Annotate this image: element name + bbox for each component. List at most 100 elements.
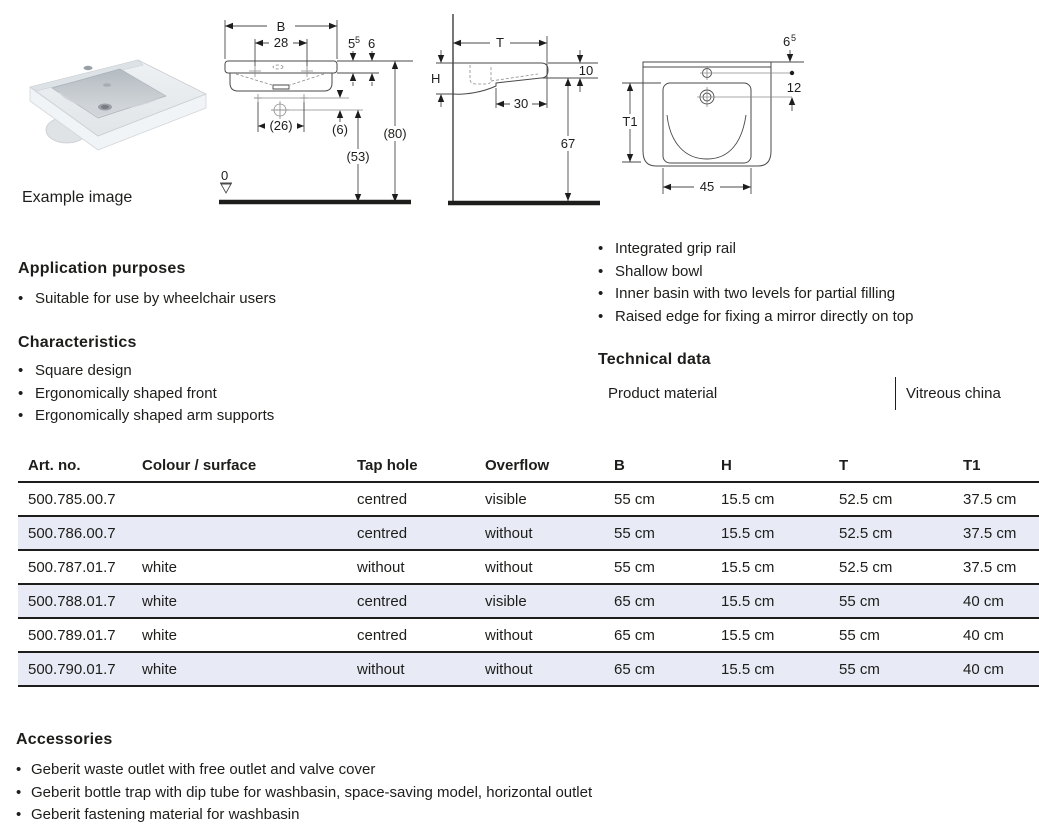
cell-h: 15.5 cm [721,626,775,644]
overflow-hole [103,83,111,87]
col-t: T [839,457,849,474]
technical-data-label: Product material [608,385,718,402]
table-row: 500.788.01.7 white centred visible 65 cm… [18,584,1039,618]
tap-hole [83,65,93,71]
col-art-no: Art. no. [28,457,81,474]
accessories-list: • Geberit waste outlet with free outlet … [16,759,816,827]
front-ext-right [337,60,413,74]
list-item-text: Suitable for use by wheelchair users [35,290,276,307]
cell-colour: white [142,558,178,576]
cell-overflow: without [485,626,533,644]
technical-data-title: Technical data [598,351,711,368]
characteristics-list: • Square design • Ergonomically shaped f… [18,360,578,428]
side-bowl-dashed [469,65,539,85]
cell-h: 15.5 cm [721,490,775,508]
dim-45: 45 [700,179,714,194]
cell-overflow: without [485,660,533,678]
cell-overflow: without [485,558,533,576]
cell-overflow: visible [485,592,527,610]
cell-art-no: 500.787.01.7 [28,558,116,576]
dim-30: 30 [514,96,528,111]
list-item: • Inner basin with two levels for partia… [598,283,1028,306]
front-body-outline [229,72,333,92]
bullet-icon: • [18,362,24,379]
col-overflow: Overflow [485,457,550,474]
cell-t1: 37.5 cm [963,524,1017,542]
cell-b: 65 cm [614,660,655,678]
side-basin-profile [452,62,549,95]
cell-art-no: 500.790.01.7 [28,660,116,678]
bullet-icon: • [598,240,604,257]
datum-zero: 0 [221,168,228,183]
cell-tap-hole: centred [357,592,408,610]
dim-26: (26) [269,118,292,133]
cell-overflow: visible [485,490,527,508]
cell-t: 55 cm [839,626,880,644]
example-image-caption: Example image [22,189,133,206]
list-item-text: Geberit fastening material for washbasin [31,806,300,823]
dim-5-5-sup: 5 [355,35,360,45]
cell-colour: white [142,660,178,678]
accessories-title: Accessories [16,731,113,748]
b-ext-lines [224,20,338,59]
washbasin-bowl-floor [58,91,160,116]
cell-tap-hole: without [357,660,405,678]
front-funnel-dashed [235,73,325,86]
list-item: • Geberit waste outlet with free outlet … [16,759,816,782]
bullet-icon: • [18,384,24,402]
col-colour-surface: Colour / surface [142,457,257,474]
cell-t1: 40 cm [963,592,1004,610]
cell-t: 52.5 cm [839,490,893,508]
cell-colour: white [142,592,178,610]
dim-6-5: 6 [783,34,790,49]
list-item-text: Ergonomically shaped front [35,384,217,402]
technical-data-divider [895,377,896,410]
list-item: • Ergonomically shaped front [18,383,578,406]
cell-colour [142,482,357,516]
top-bowl-outline [662,82,752,164]
list-item: • Raised edge for fixing a mirror direct… [598,306,1028,329]
list-item-text: Geberit waste outlet with free outlet an… [31,761,376,778]
dim-6-offset: (6) [332,122,348,137]
front-ref-lines [254,97,363,111]
d28-ext-lines [254,39,308,66]
list-item-text: Square design [35,362,132,379]
dim-b: B [277,19,286,34]
cell-b: 65 cm [614,626,655,644]
dim-28: 28 [274,35,288,50]
col-h: H [721,457,732,474]
cell-art-no: 500.786.00.7 [28,524,116,542]
dim-12-dot [789,70,795,76]
dim-t: T [496,35,504,50]
list-item: • Suitable for use by wheelchair users [18,288,578,311]
side-view-drawing: T H 10 30 67 [431,14,600,206]
list-item-text: Raised edge for fixing a mirror directly… [615,307,914,325]
application-purposes-title: Application purposes [18,260,186,277]
list-item: • Shallow bowl [598,261,1028,284]
dim-6-5-sup: 5 [791,33,796,43]
front-view-drawing: B 28 5 5 6 (26) (6) (53) (80) 0 [219,18,413,205]
list-item-text: Integrated grip rail [615,240,736,257]
cell-t1: 40 cm [963,626,1004,644]
cell-art-no: 500.789.01.7 [28,626,116,644]
product-table: Art. no. Colour / surface Tap hole Overf… [18,450,1039,687]
col-t1: T1 [963,457,981,474]
front-drain [272,84,290,90]
d10-ext-lines [541,62,598,79]
cell-b: 55 cm [614,558,655,576]
table-row: 500.790.01.7 white without without 65 cm… [18,652,1039,686]
cell-t1: 40 cm [963,660,1004,678]
cell-t: 55 cm [839,592,880,610]
cell-b: 65 cm [614,592,655,610]
list-item: • Square design [18,360,578,383]
characteristics-title: Characteristics [18,334,137,351]
dim-t1: T1 [622,114,637,129]
front-deck-outline [224,60,338,74]
col-tap-hole: Tap hole [357,457,418,474]
cell-t1: 37.5 cm [963,490,1017,508]
bullet-icon: • [16,783,22,801]
front-deck-crosshairs [249,65,313,77]
d26-ext-lines [257,102,305,132]
table-row: 500.789.01.7 white centred without 65 cm… [18,618,1039,652]
col-b: B [614,457,625,474]
